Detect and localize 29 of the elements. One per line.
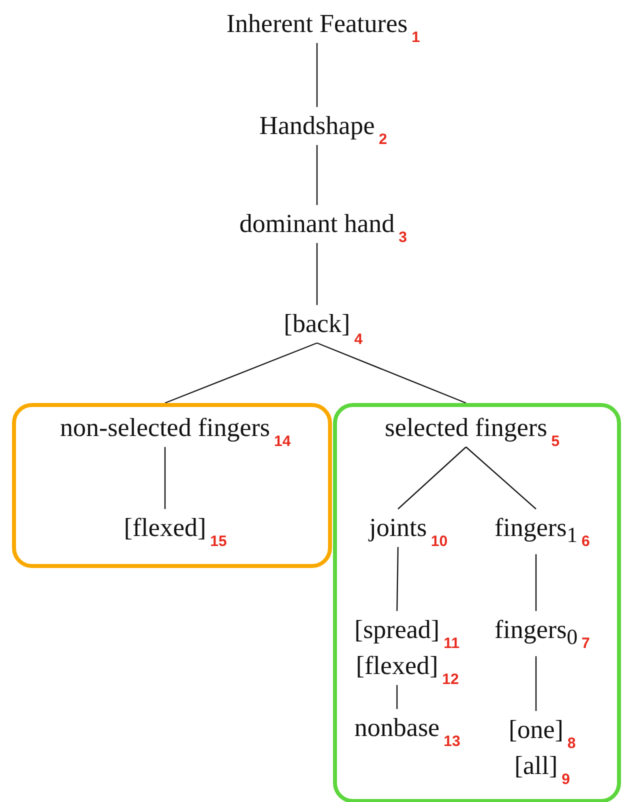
- tree-line: [466, 446, 536, 510]
- tree-line: [316, 342, 466, 404]
- tree-line: [316, 145, 318, 205]
- callout-number: 6: [582, 534, 590, 550]
- group-frame: [333, 403, 621, 802]
- tree-line: [396, 546, 399, 612]
- tree-line: [396, 685, 398, 709]
- callout-number: 14: [274, 434, 291, 450]
- tree-line: [316, 243, 318, 305]
- callout-number: 2: [378, 132, 388, 148]
- callout-number: 13: [444, 734, 460, 750]
- tree-line: [535, 656, 537, 711]
- callout-number: 8: [567, 736, 576, 752]
- tree-line: [535, 554, 537, 611]
- tree-line: [164, 447, 166, 509]
- tree-line: [398, 446, 466, 510]
- callout-number: 9: [562, 772, 570, 788]
- callout-number: 15: [210, 534, 227, 550]
- callout-number: 3: [398, 230, 407, 246]
- callout-number: 11: [444, 636, 460, 652]
- callout-number: 10: [430, 534, 448, 550]
- callout-number: 5: [551, 434, 560, 450]
- callout-number: 4: [354, 332, 363, 348]
- callout-number: 1: [412, 30, 420, 46]
- tree-line: [316, 43, 318, 107]
- callout-number: 7: [582, 636, 590, 652]
- group-frame: [12, 403, 332, 568]
- tree-line: [164, 342, 318, 404]
- callout-number: 12: [442, 672, 459, 688]
